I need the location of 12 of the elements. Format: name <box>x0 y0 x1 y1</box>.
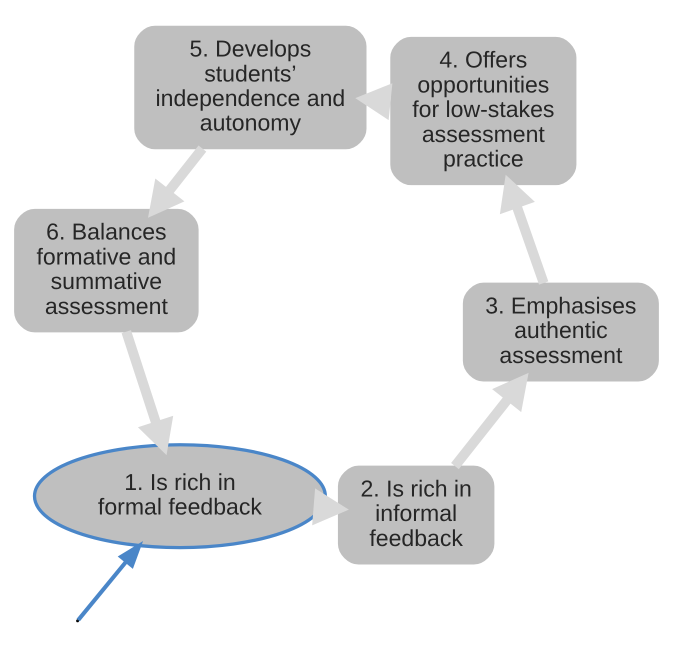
node-box: 6. Balances formative and summative assessment <box>14 208 199 332</box>
node-box: 4. Offers opportunities for low-stakes assessment practice <box>390 36 576 186</box>
node-box: 5. Develops students’ independence and autonomy <box>134 26 367 150</box>
arrow <box>76 541 144 622</box>
arrow <box>312 488 349 526</box>
node-box: 2. Is rich in informal feedback <box>338 466 494 564</box>
arrow <box>122 330 174 456</box>
node-ellipse: 1. Is rich in formal feedback <box>32 443 327 550</box>
arrow <box>500 174 548 285</box>
arrow <box>451 372 529 470</box>
arrow <box>148 145 206 218</box>
node-box: 3. Emphasises authentic assessment <box>462 282 659 382</box>
